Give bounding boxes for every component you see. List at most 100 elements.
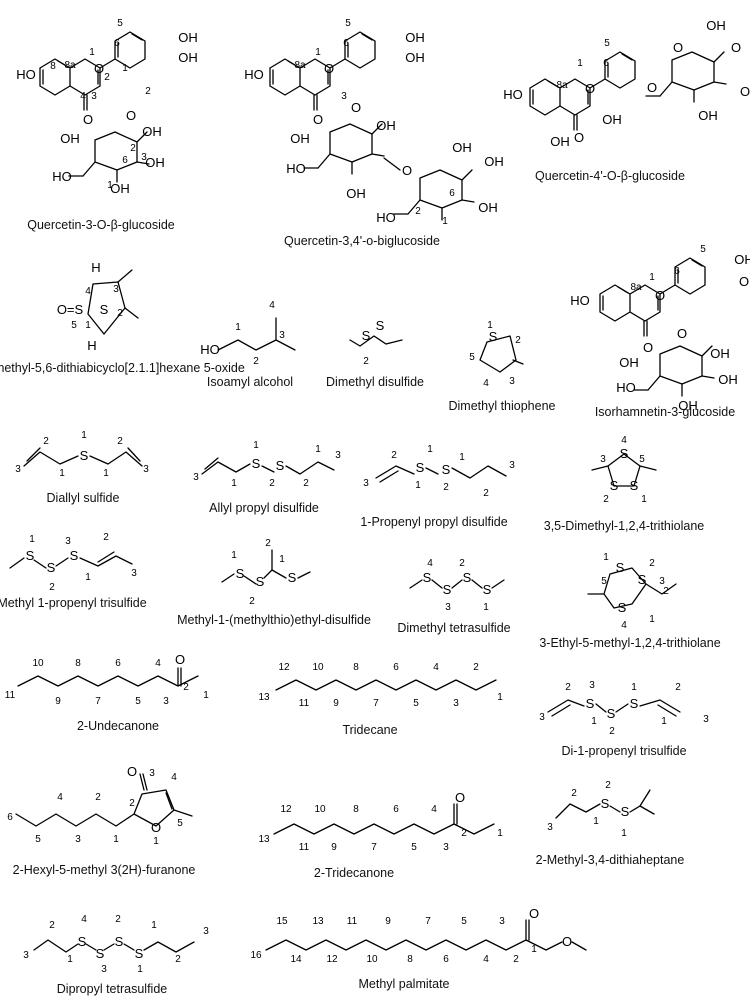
svg-text:5: 5 xyxy=(117,18,123,29)
atom-oh: OH xyxy=(710,346,730,361)
atom-oh: OH xyxy=(698,108,718,123)
svg-text:1: 1 xyxy=(122,63,128,74)
caption: 3-Ethyl-5-methyl-1,2,4-trithiolane xyxy=(539,636,720,650)
svg-text:8: 8 xyxy=(50,61,56,72)
svg-text:8a: 8a xyxy=(630,282,642,293)
svg-text:3: 3 xyxy=(499,916,505,927)
svg-text:1: 1 xyxy=(497,828,503,839)
svg-text:2: 2 xyxy=(49,582,55,593)
atom-ho: HO xyxy=(16,67,36,82)
atom-s: S xyxy=(638,572,647,587)
svg-text:3: 3 xyxy=(101,964,107,975)
atom-oh: OH xyxy=(405,30,425,45)
svg-text:4: 4 xyxy=(621,435,627,446)
svg-text:5: 5 xyxy=(345,18,351,29)
molecule-dimethyl-thiophene: S 12 34 5 Dimethyl thiophene xyxy=(448,320,555,413)
atom-oh: OH xyxy=(718,372,738,387)
caption: Quercetin-4'-O-β-glucoside xyxy=(535,169,685,183)
atom-s: S xyxy=(618,600,627,615)
svg-text:8: 8 xyxy=(353,804,359,815)
caption: Allyl propyl disulfide xyxy=(209,501,319,515)
atom-oh: OH xyxy=(178,30,198,45)
svg-text:6: 6 xyxy=(449,188,455,199)
svg-text:2: 2 xyxy=(49,920,55,931)
atom-oh: OH xyxy=(376,118,396,133)
svg-text:6: 6 xyxy=(343,38,349,49)
svg-text:3: 3 xyxy=(143,464,149,475)
molecule-dipropenyl-trisulfide: S S S 23 13 21 12 3 Di-1-propenyl trisul… xyxy=(539,680,709,758)
svg-text:8: 8 xyxy=(407,954,413,965)
svg-text:1: 1 xyxy=(661,716,667,727)
atom-h: H xyxy=(91,260,100,275)
atom-oh: OH xyxy=(678,398,698,413)
atom-oh: OH xyxy=(484,154,504,169)
svg-text:1: 1 xyxy=(29,534,35,545)
svg-text:2: 2 xyxy=(117,436,123,447)
svg-text:1: 1 xyxy=(231,478,237,489)
svg-text:6: 6 xyxy=(603,58,609,69)
svg-text:2: 2 xyxy=(183,682,189,693)
svg-text:4: 4 xyxy=(171,772,177,783)
svg-text:3: 3 xyxy=(443,842,449,853)
atom-s: S xyxy=(78,934,87,949)
svg-text:3: 3 xyxy=(131,568,137,579)
svg-text:4: 4 xyxy=(483,954,489,965)
svg-text:3: 3 xyxy=(15,464,21,475)
atom-oh: OH xyxy=(178,50,198,65)
molecule-dimethyl-disulfide: S S 2 Dimethyl disulfide xyxy=(326,318,424,389)
atom-s: S xyxy=(616,560,625,575)
atom-o: O xyxy=(740,84,750,99)
svg-text:3: 3 xyxy=(149,768,155,779)
svg-text:3: 3 xyxy=(589,680,595,691)
svg-text:6: 6 xyxy=(393,662,399,673)
caption: Methyl-1-(methylthio)ethyl-disulfide xyxy=(177,613,371,627)
svg-text:6: 6 xyxy=(7,812,13,823)
svg-text:2: 2 xyxy=(95,792,101,803)
caption: 2-Hexyl-5-methyl 3(2H)-furanone xyxy=(13,863,196,877)
svg-text:2: 2 xyxy=(461,828,467,839)
svg-text:1: 1 xyxy=(81,430,87,441)
svg-text:11: 11 xyxy=(299,698,310,709)
svg-text:1: 1 xyxy=(315,444,321,455)
svg-text:2: 2 xyxy=(104,72,110,83)
atom-s: S xyxy=(115,934,124,949)
caption: 2-Methyl-3,4-dithiaheptane xyxy=(536,853,685,867)
svg-text:1: 1 xyxy=(315,47,321,58)
svg-text:1: 1 xyxy=(603,552,609,563)
atom-s: S xyxy=(276,458,285,473)
svg-text:3: 3 xyxy=(279,330,285,341)
svg-text:1: 1 xyxy=(641,494,647,505)
svg-text:1: 1 xyxy=(103,468,109,479)
svg-text:2: 2 xyxy=(303,478,309,489)
svg-text:3: 3 xyxy=(600,454,606,465)
svg-text:3: 3 xyxy=(163,696,169,707)
svg-text:1: 1 xyxy=(231,550,237,561)
atom-s: S xyxy=(70,548,79,563)
svg-text:2: 2 xyxy=(130,143,136,154)
svg-text:1: 1 xyxy=(107,180,113,191)
molecule-allyl-propyl-disulfide: S S 12 31 12 3 Allyl propyl disulfide xyxy=(193,440,341,515)
svg-text:2: 2 xyxy=(363,356,369,367)
svg-text:2: 2 xyxy=(571,788,577,799)
molecule-isoamyl-alcohol: HO 12 34 Isoamyl alcohol xyxy=(200,300,296,389)
molecule-quercetin-3-o-glucoside: HO OH O O OH OH O OH OH OH HO 18a 86 54 … xyxy=(16,18,198,232)
atom-s: S xyxy=(416,460,425,475)
svg-text:4: 4 xyxy=(85,286,91,297)
svg-text:2: 2 xyxy=(43,436,49,447)
svg-text:3: 3 xyxy=(363,478,369,489)
svg-text:1: 1 xyxy=(67,954,73,965)
svg-text:2: 2 xyxy=(515,335,521,346)
atom-ho: HO xyxy=(503,87,523,102)
svg-text:2: 2 xyxy=(459,558,465,569)
molecule-quercetin-4-o-glucoside: HO OH O O OH O O OH O OH O 18a 65 Querce… xyxy=(503,18,750,183)
svg-text:1: 1 xyxy=(531,944,537,955)
svg-text:1: 1 xyxy=(89,47,95,58)
caption: Dimethyl tetrasulfide xyxy=(397,621,510,635)
svg-text:1: 1 xyxy=(459,452,465,463)
svg-text:1: 1 xyxy=(593,816,599,827)
atom-s: S xyxy=(47,560,56,575)
svg-text:1: 1 xyxy=(59,468,65,479)
